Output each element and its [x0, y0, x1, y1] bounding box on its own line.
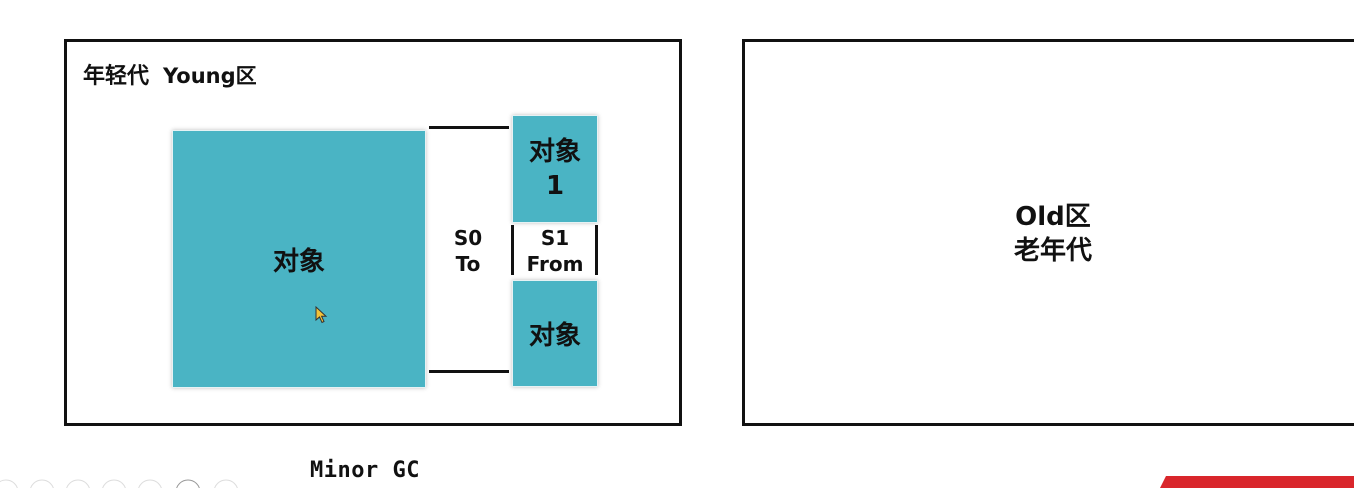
- s1-object-1-block: 对象 1: [512, 115, 598, 223]
- s0-top-border: [429, 126, 509, 129]
- eden-object-label: 对象: [272, 246, 325, 277]
- old-generation-label: Old区 老年代: [745, 200, 1354, 268]
- s1-object-1-label-line1: 对象: [528, 137, 581, 167]
- s1-name: S1: [540, 226, 570, 250]
- s1-left-border: [511, 225, 514, 275]
- mouse-cursor-icon: [315, 306, 328, 324]
- s1-label: S1 From: [515, 225, 595, 277]
- toolbar-circles-decoration: [0, 479, 238, 488]
- young-generation-title: 年轻代 Young区: [83, 58, 257, 90]
- s1-object-1-label-line2: 1: [545, 171, 565, 201]
- old-label-line2: 老年代: [1013, 236, 1092, 266]
- s1-right-border: [595, 225, 598, 275]
- eden-object-block: 对象: [172, 130, 426, 388]
- young-generation-panel: 年轻代 Young区 对象 S0 To 对象 1 S1 From 对象: [64, 39, 682, 426]
- s0-bottom-border: [429, 370, 509, 373]
- minor-gc-caption: Minor GC: [310, 458, 420, 483]
- old-label-line1: Old区: [1015, 202, 1091, 232]
- s0-role: To: [455, 252, 481, 276]
- s1-object-label: 对象: [528, 321, 581, 351]
- s0-name: S0: [453, 226, 483, 250]
- old-generation-panel: Old区 老年代: [742, 39, 1354, 426]
- s1-object-block: 对象: [512, 280, 598, 387]
- corner-banner: [1160, 476, 1354, 488]
- s1-role: From: [526, 252, 584, 276]
- young-title-en: Young区: [163, 64, 257, 88]
- young-title-cn: 年轻代: [83, 64, 150, 89]
- s0-label: S0 To: [443, 225, 493, 277]
